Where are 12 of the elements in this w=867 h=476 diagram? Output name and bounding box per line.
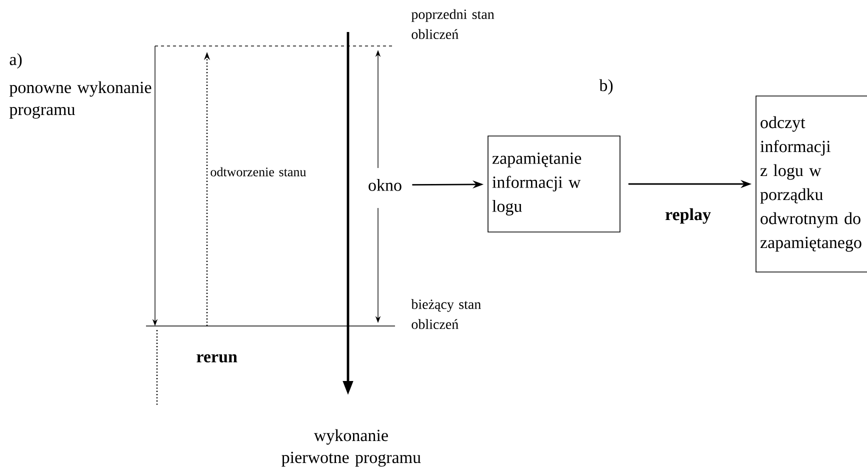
text-label: rerun xyxy=(196,354,238,362)
text-label: wykonanie pierwotne programu xyxy=(282,429,421,467)
text-label: odtworzenie stanu xyxy=(210,167,306,176)
text-label: ponowne wykonanie programu xyxy=(9,81,152,119)
text-label: poprzedni stan obliczeń xyxy=(411,9,494,40)
text-label: okno xyxy=(368,179,402,191)
text-label: bieżący stan obliczeń xyxy=(411,299,481,330)
text-label: a) xyxy=(10,53,22,69)
text-label: b) xyxy=(599,79,613,95)
process-box: zapamiętanie informacji w logu xyxy=(488,136,620,232)
edge-label: replay xyxy=(665,208,711,224)
process-box: odczyt informacji z logu w porządku odwrotnym do zapamiętanego xyxy=(756,96,867,272)
